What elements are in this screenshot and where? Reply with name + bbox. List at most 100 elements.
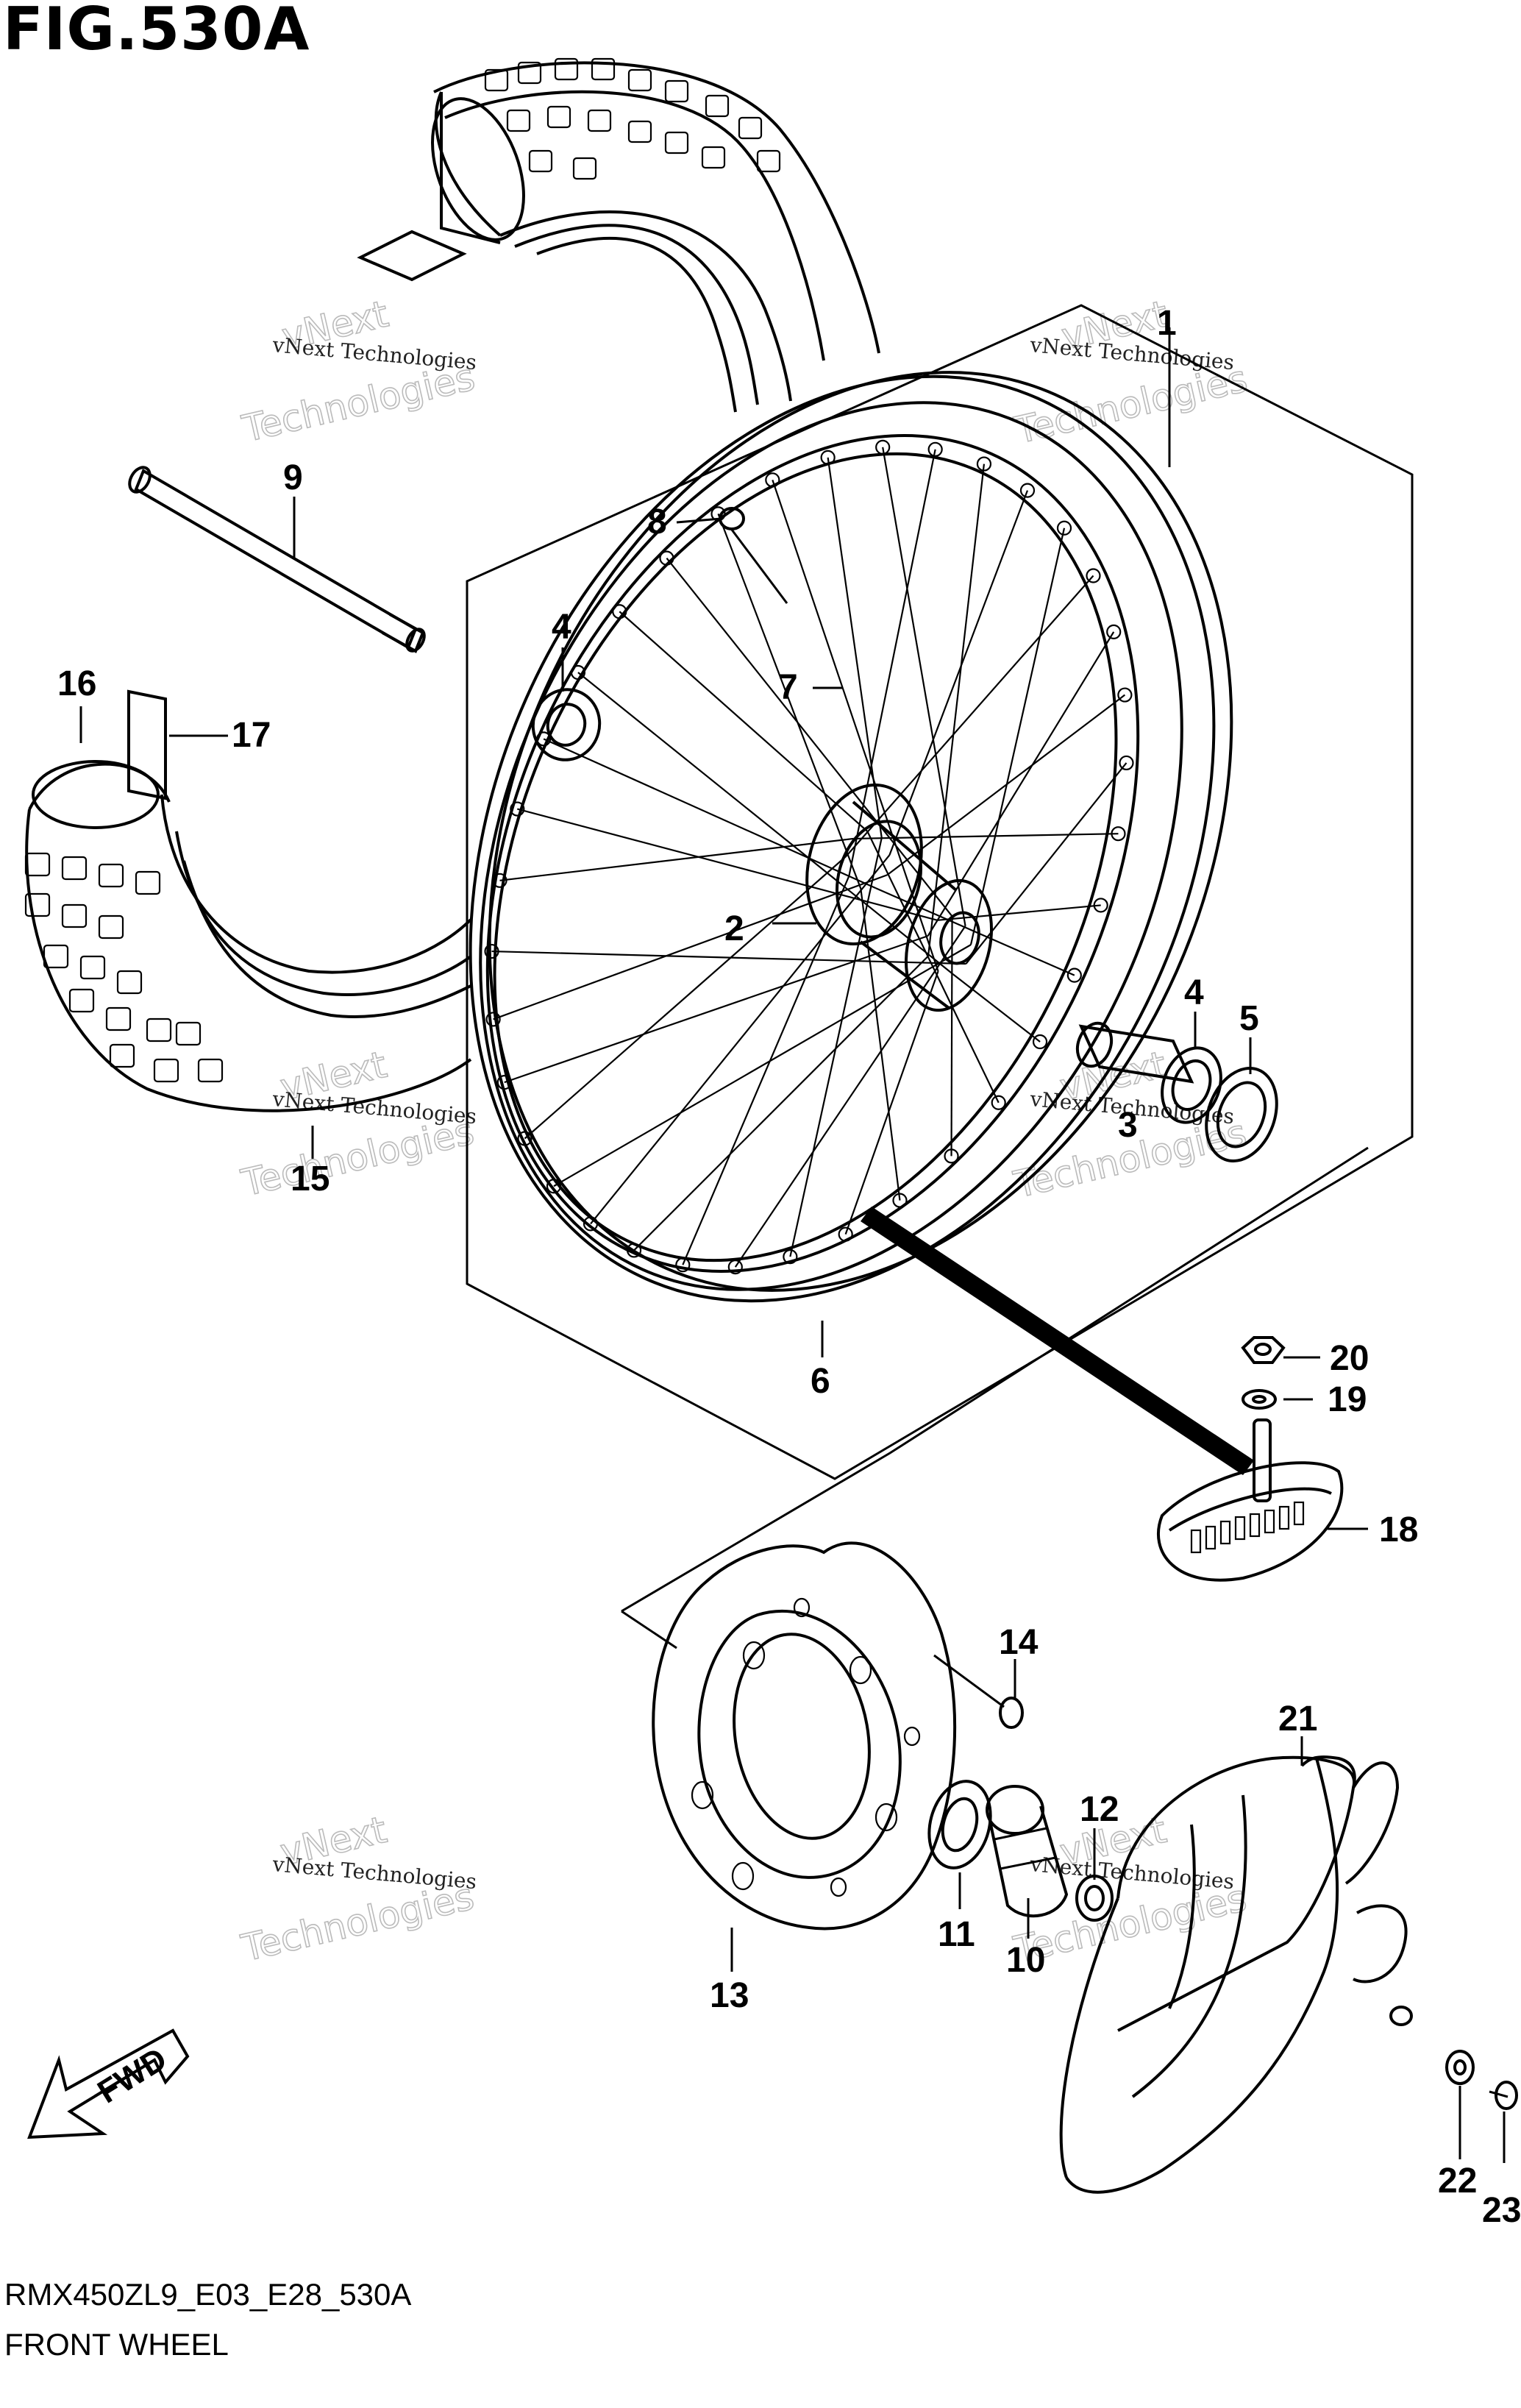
bolt-23 xyxy=(1489,2081,1518,2110)
watermark-top-right: vNext Technologies vNext Technologies xyxy=(1010,292,1252,453)
spoke-nipple xyxy=(496,1075,512,1090)
front-tire-left xyxy=(24,689,472,1112)
spoke xyxy=(682,876,850,1265)
figure-title: FIG.530A xyxy=(3,0,310,63)
spoke-nipple xyxy=(492,873,507,888)
spoke-nipple xyxy=(944,1148,959,1164)
callout-1: 1 xyxy=(1157,304,1177,343)
spoke xyxy=(491,950,966,965)
spoke-nipple xyxy=(1119,755,1134,771)
spoke-nipple xyxy=(765,472,780,488)
callout-17: 17 xyxy=(232,716,271,755)
watermark-mid-left: vNext Technologies vNext Technologies xyxy=(237,1043,479,1205)
spoke-nipple xyxy=(991,1095,1006,1110)
front-fender-21 xyxy=(1059,1755,1413,2194)
spoke-nipple xyxy=(1056,520,1072,536)
spoke xyxy=(886,694,1126,876)
disc-bolt-14 xyxy=(933,1654,1024,1729)
axle xyxy=(128,466,426,653)
wheel-bearing-left xyxy=(531,688,602,761)
spoke xyxy=(937,904,1101,921)
spacer-10 xyxy=(986,1785,1069,1918)
brake-disc xyxy=(652,1541,957,1931)
spoke xyxy=(543,738,877,889)
callout-6: 6 xyxy=(811,1362,830,1401)
spoke-nipple xyxy=(517,1131,532,1146)
callout-20: 20 xyxy=(1330,1339,1369,1378)
spoke-nipple xyxy=(838,1226,853,1242)
callout-3: 3 xyxy=(1118,1106,1138,1145)
spoke xyxy=(717,514,862,889)
spoke xyxy=(845,575,1094,857)
spoke xyxy=(553,944,972,1187)
callout-12: 12 xyxy=(1080,1790,1119,1829)
callout-11: 11 xyxy=(938,1915,975,1954)
leader-lines xyxy=(79,327,1506,2163)
rear-tire-top xyxy=(357,57,880,413)
spoke xyxy=(969,528,1066,945)
svg-text:vNext Technologies: vNext Technologies xyxy=(271,1852,477,1894)
washer-22 xyxy=(1445,2050,1475,2085)
spokes xyxy=(491,447,1128,1268)
spoke xyxy=(633,955,929,1251)
spoke xyxy=(844,970,939,1235)
spoke-nipple xyxy=(1019,483,1036,498)
spoke xyxy=(524,856,847,1140)
wheel-hub xyxy=(805,783,994,1012)
fwd-arrow-icon: FWD xyxy=(27,2028,190,2139)
spoke-nipple xyxy=(510,801,525,817)
rim-lock-18 xyxy=(1157,1418,1344,1582)
spoke xyxy=(734,926,966,1268)
spoke xyxy=(853,833,1119,840)
oil-seal-11 xyxy=(927,1780,992,1869)
spoke-nipple xyxy=(626,1243,642,1258)
callout-9: 9 xyxy=(283,458,303,497)
svg-text:vNext Technologies: vNext Technologies xyxy=(271,1087,477,1129)
disc-assembly-frame xyxy=(621,1146,1369,1613)
spoke xyxy=(848,449,936,876)
spoke xyxy=(499,837,854,881)
spoke-nipple xyxy=(612,604,627,619)
spoke xyxy=(927,631,1115,937)
svg-text:vNext Technologies: vNext Technologies xyxy=(271,333,477,374)
callout-5: 5 xyxy=(1239,999,1259,1038)
watermark-bottom-left: vNext Technologies vNext Technologies xyxy=(237,1808,479,1970)
spoke-nipple xyxy=(710,506,726,522)
disc-frame-lower xyxy=(621,1610,677,1649)
nut-20 xyxy=(1241,1336,1286,1364)
spoke xyxy=(590,854,891,1225)
spoke-nipple xyxy=(570,664,586,681)
spoke xyxy=(577,672,954,976)
spoke-nipple xyxy=(976,456,992,472)
callout-8: 8 xyxy=(647,502,667,541)
spoke-nipple xyxy=(1086,568,1101,583)
spoke xyxy=(888,490,1029,856)
callout-10: 10 xyxy=(1006,1941,1045,1980)
spoke-nipples xyxy=(484,439,1134,1275)
callout-13: 13 xyxy=(710,1976,749,2015)
spoke xyxy=(517,808,938,921)
spoke-nipple xyxy=(1093,898,1108,913)
callout-15: 15 xyxy=(291,1159,330,1198)
spoke-nipple xyxy=(546,1179,562,1194)
spoke-nipple xyxy=(727,1260,743,1275)
spoke-nipple xyxy=(892,1193,908,1208)
washer-19 xyxy=(1242,1389,1277,1410)
spoke-nipple xyxy=(583,1216,599,1232)
callout-7: 7 xyxy=(778,668,798,707)
spoke xyxy=(666,557,953,917)
callout-18: 18 xyxy=(1379,1510,1418,1549)
spoke-nipple xyxy=(1106,624,1122,639)
tube-valve-stem xyxy=(861,1207,1254,1475)
spoke-nipple xyxy=(820,450,836,465)
watermark-bottom-right: vNext Technologies vNext Technologies xyxy=(1009,1808,1251,1972)
tread-blocks-left xyxy=(24,852,224,1083)
fwd-label: FWD xyxy=(91,2041,173,2111)
tread-blocks-top xyxy=(484,57,781,180)
figure-code: RMX450ZL9_E03_E28_530A xyxy=(4,2277,412,2312)
callout-4-left: 4 xyxy=(552,608,571,647)
spoke-nipple xyxy=(1111,826,1126,842)
spoke-nipple xyxy=(783,1249,798,1265)
figure-caption: FRONT WHEEL xyxy=(4,2327,229,2362)
spoke-nipple xyxy=(1032,1034,1048,1050)
